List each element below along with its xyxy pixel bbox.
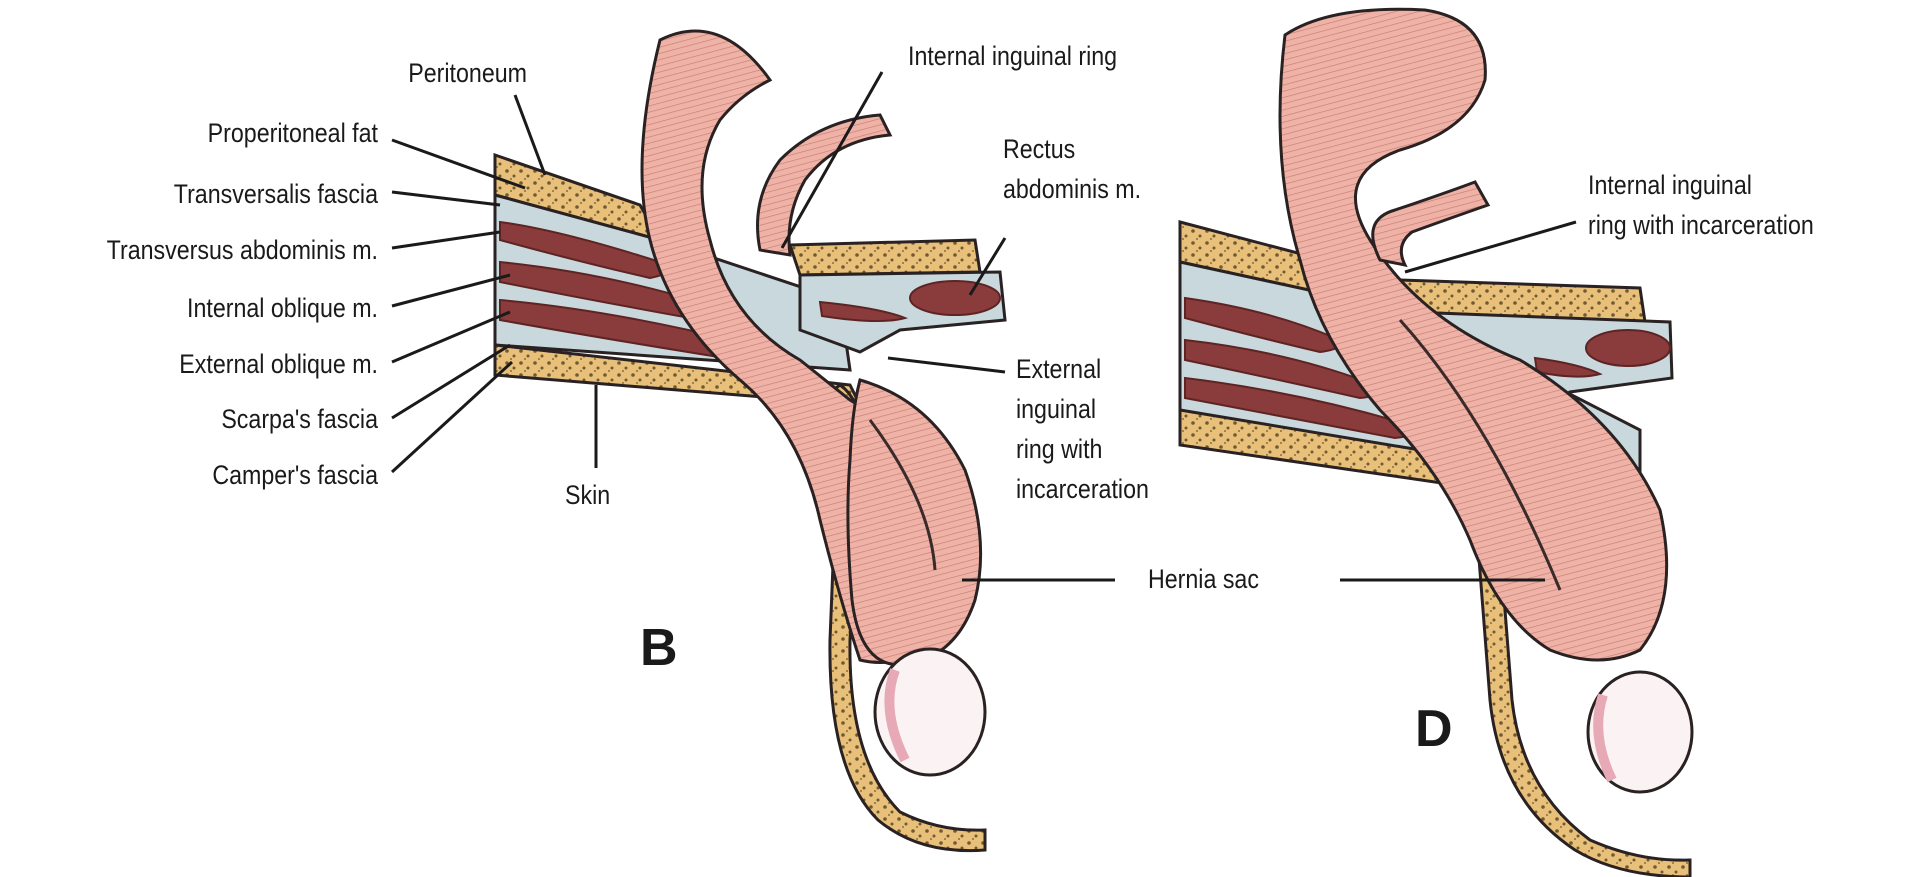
label-properitoneal-fat: Properitoneal fat	[208, 118, 378, 148]
label-skin: Skin	[565, 480, 610, 510]
panel-letter-d: D	[1415, 700, 1453, 758]
label-transversalis-fascia: Transversalis fascia	[174, 179, 378, 209]
label-hernia-sac: Hernia sac	[1148, 564, 1259, 594]
label-external-ring-line2: inguinal	[1016, 394, 1096, 424]
label-external-ring-line4: incarceration	[1016, 474, 1149, 504]
label-rectus-line1: Rectus	[1003, 134, 1075, 164]
label-internal-oblique: Internal oblique m.	[187, 293, 378, 323]
panel-d-testis	[1588, 672, 1692, 792]
label-campers-fascia: Camper's fascia	[212, 460, 378, 490]
panel-b: Peritoneum Properitoneal fat Transversal…	[107, 31, 1149, 851]
label-scarpas-fascia: Scarpa's fascia	[221, 404, 378, 434]
label-transversus-abdominis: Transversus abdominis m.	[107, 235, 378, 265]
leader-internal-oblique	[392, 275, 510, 306]
panel-b-small-bowel-loop	[758, 115, 891, 255]
panel-d: Internal inguinal ring with incarceratio…	[1148, 9, 1814, 877]
panel-b-right-fat-layer	[790, 240, 980, 275]
leader-transversus-abdominis	[392, 232, 500, 248]
label-external-oblique: External oblique m.	[179, 349, 378, 379]
leader-external-ring	[888, 358, 1005, 372]
panel-b-right-wall	[790, 240, 1005, 352]
panel-b-rectus-muscle	[910, 281, 1000, 315]
label-rectus-line2: abdominis m.	[1003, 174, 1141, 204]
leader-internal-ring-d	[1405, 222, 1576, 272]
panel-d-rectus-muscle	[1586, 330, 1670, 366]
leader-transversalis-fascia	[392, 192, 500, 205]
label-internal-ring-d-line1: Internal inguinal	[1588, 170, 1752, 200]
leader-campers-fascia	[392, 362, 512, 472]
label-external-ring-line3: ring with	[1016, 434, 1102, 464]
label-external-ring-line1: External	[1016, 354, 1101, 384]
label-internal-inguinal-ring: Internal inguinal ring	[908, 41, 1117, 71]
panel-letter-b: B	[640, 619, 678, 677]
label-internal-ring-d-line2: ring with incarceration	[1588, 210, 1814, 240]
label-peritoneum: Peritoneum	[408, 58, 527, 88]
panel-b-hernia-sac	[848, 380, 981, 665]
